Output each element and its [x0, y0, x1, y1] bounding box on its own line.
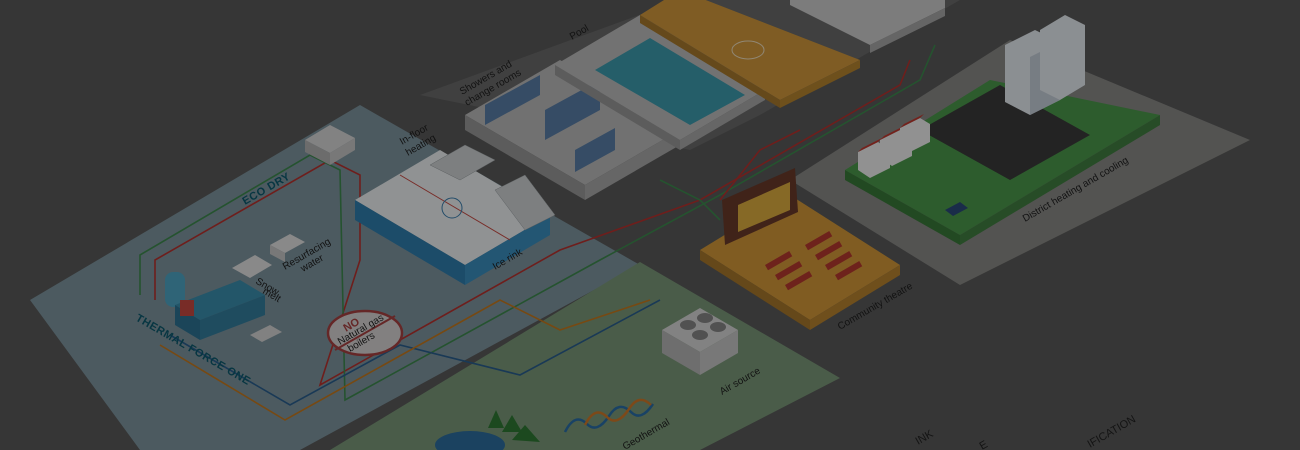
eco-dry-unit: [305, 125, 355, 165]
ice-rink: [355, 150, 550, 285]
no-gas-boilers-sign: [326, 309, 404, 357]
theatre-seats: [765, 231, 863, 291]
bottom-text-1: INK: [914, 428, 936, 448]
bottom-text-2: E: [978, 439, 990, 450]
pipe-green-main: [139, 44, 936, 402]
ice-rink-stands: [429, 144, 556, 231]
air-source-unit: [662, 308, 738, 375]
district-houses: [858, 114, 930, 178]
district-block: [845, 80, 1160, 245]
thermal-force-one-unit: [165, 272, 282, 342]
lake: [435, 431, 505, 450]
geothermal-loop: [563, 398, 655, 433]
pool: [555, 15, 765, 150]
district-solar: [945, 202, 968, 216]
basketball-court: [640, 0, 860, 108]
snow-melt-equipment: [232, 234, 305, 278]
pipe-blue-main: [169, 299, 661, 406]
tile-geothermal-field: [330, 262, 840, 450]
trees: [488, 410, 540, 442]
gym-facility: [790, 0, 945, 53]
pipe-red-branch: [719, 129, 801, 201]
showers-building: [465, 60, 680, 200]
community-theatre: [700, 168, 900, 330]
district-towers: [1005, 15, 1085, 115]
pipe-orange-main: [159, 299, 651, 421]
pipe-green-branch: [659, 179, 721, 221]
bottom-text-3: IFICATION: [1086, 413, 1138, 450]
